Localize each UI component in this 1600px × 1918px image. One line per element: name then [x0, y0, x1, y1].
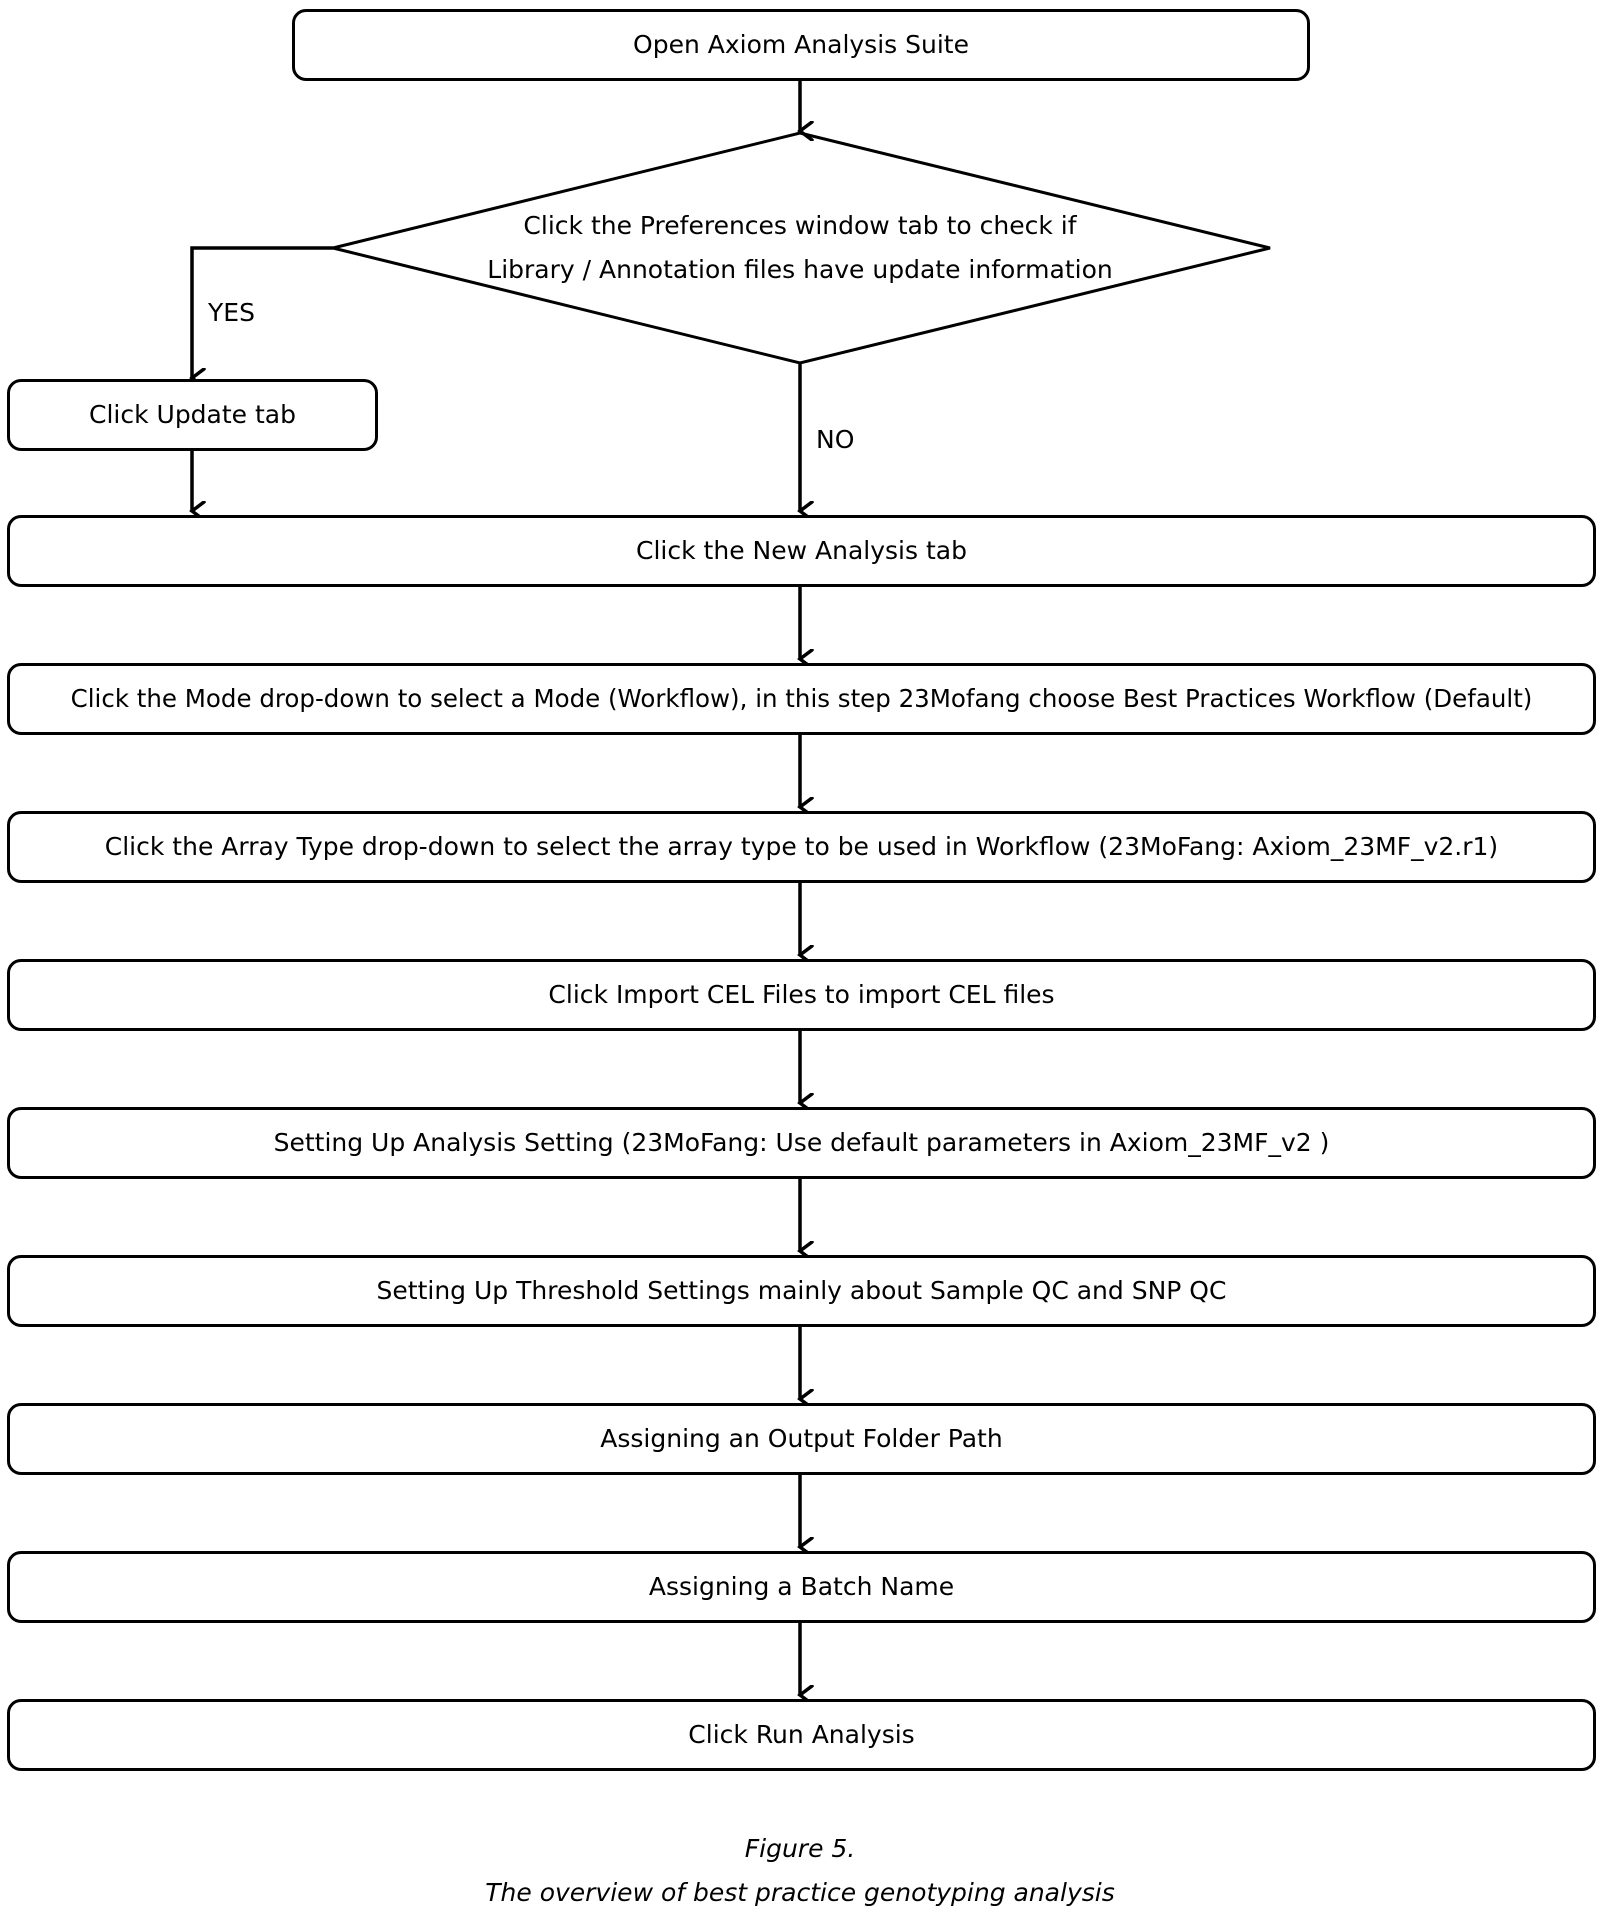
- step-box: Setting Up Analysis Setting (23MoFang: U…: [7, 1107, 1596, 1179]
- step-label: Assigning an Output Folder Path: [600, 1424, 1003, 1453]
- decision-text: Click the Preferences window tab to chec…: [340, 204, 1260, 292]
- step-box: Click Run Analysis: [7, 1699, 1596, 1771]
- step-box: Setting Up Threshold Settings mainly abo…: [7, 1255, 1596, 1327]
- step-label: Click the Array Type drop-down to select…: [104, 832, 1499, 861]
- yes-label: YES: [208, 298, 255, 327]
- update-label: Click Update tab: [89, 400, 296, 429]
- step-label: Click the Mode drop-down to select a Mod…: [70, 684, 1533, 714]
- update-box: Click Update tab: [7, 379, 378, 451]
- step-label: Click Run Analysis: [688, 1720, 915, 1749]
- decision-line-2: Library / Annotation files have update i…: [487, 255, 1113, 284]
- start-box: Open Axiom Analysis Suite: [292, 9, 1310, 81]
- step-box: Assigning a Batch Name: [7, 1551, 1596, 1623]
- step-box: Click the Mode drop-down to select a Mod…: [7, 663, 1596, 735]
- step-box: Click the New Analysis tab: [7, 515, 1596, 587]
- step-label: Assigning a Batch Name: [648, 1572, 955, 1601]
- caption-figure-number: Figure 5.: [744, 1834, 856, 1863]
- step-label: Setting Up Analysis Setting (23MoFang: U…: [273, 1128, 1330, 1157]
- no-label: NO: [816, 425, 855, 454]
- step-label: Click the New Analysis tab: [636, 536, 967, 565]
- figure-caption: Figure 5. The overview of best practice …: [0, 1827, 1600, 1915]
- step-label: Setting Up Threshold Settings mainly abo…: [376, 1276, 1227, 1305]
- start-label: Open Axiom Analysis Suite: [633, 30, 969, 59]
- arrow-yes-branch: [192, 246, 333, 378]
- step-box: Assigning an Output Folder Path: [7, 1403, 1596, 1475]
- caption-text: The overview of best practice genotyping…: [485, 1878, 1115, 1907]
- step-box: Click the Array Type drop-down to select…: [7, 811, 1596, 883]
- step-label: Click Import CEL Files to import CEL fil…: [548, 980, 1055, 1009]
- step-box: Click Import CEL Files to import CEL fil…: [7, 959, 1596, 1031]
- decision-line-1: Click the Preferences window tab to chec…: [523, 211, 1077, 240]
